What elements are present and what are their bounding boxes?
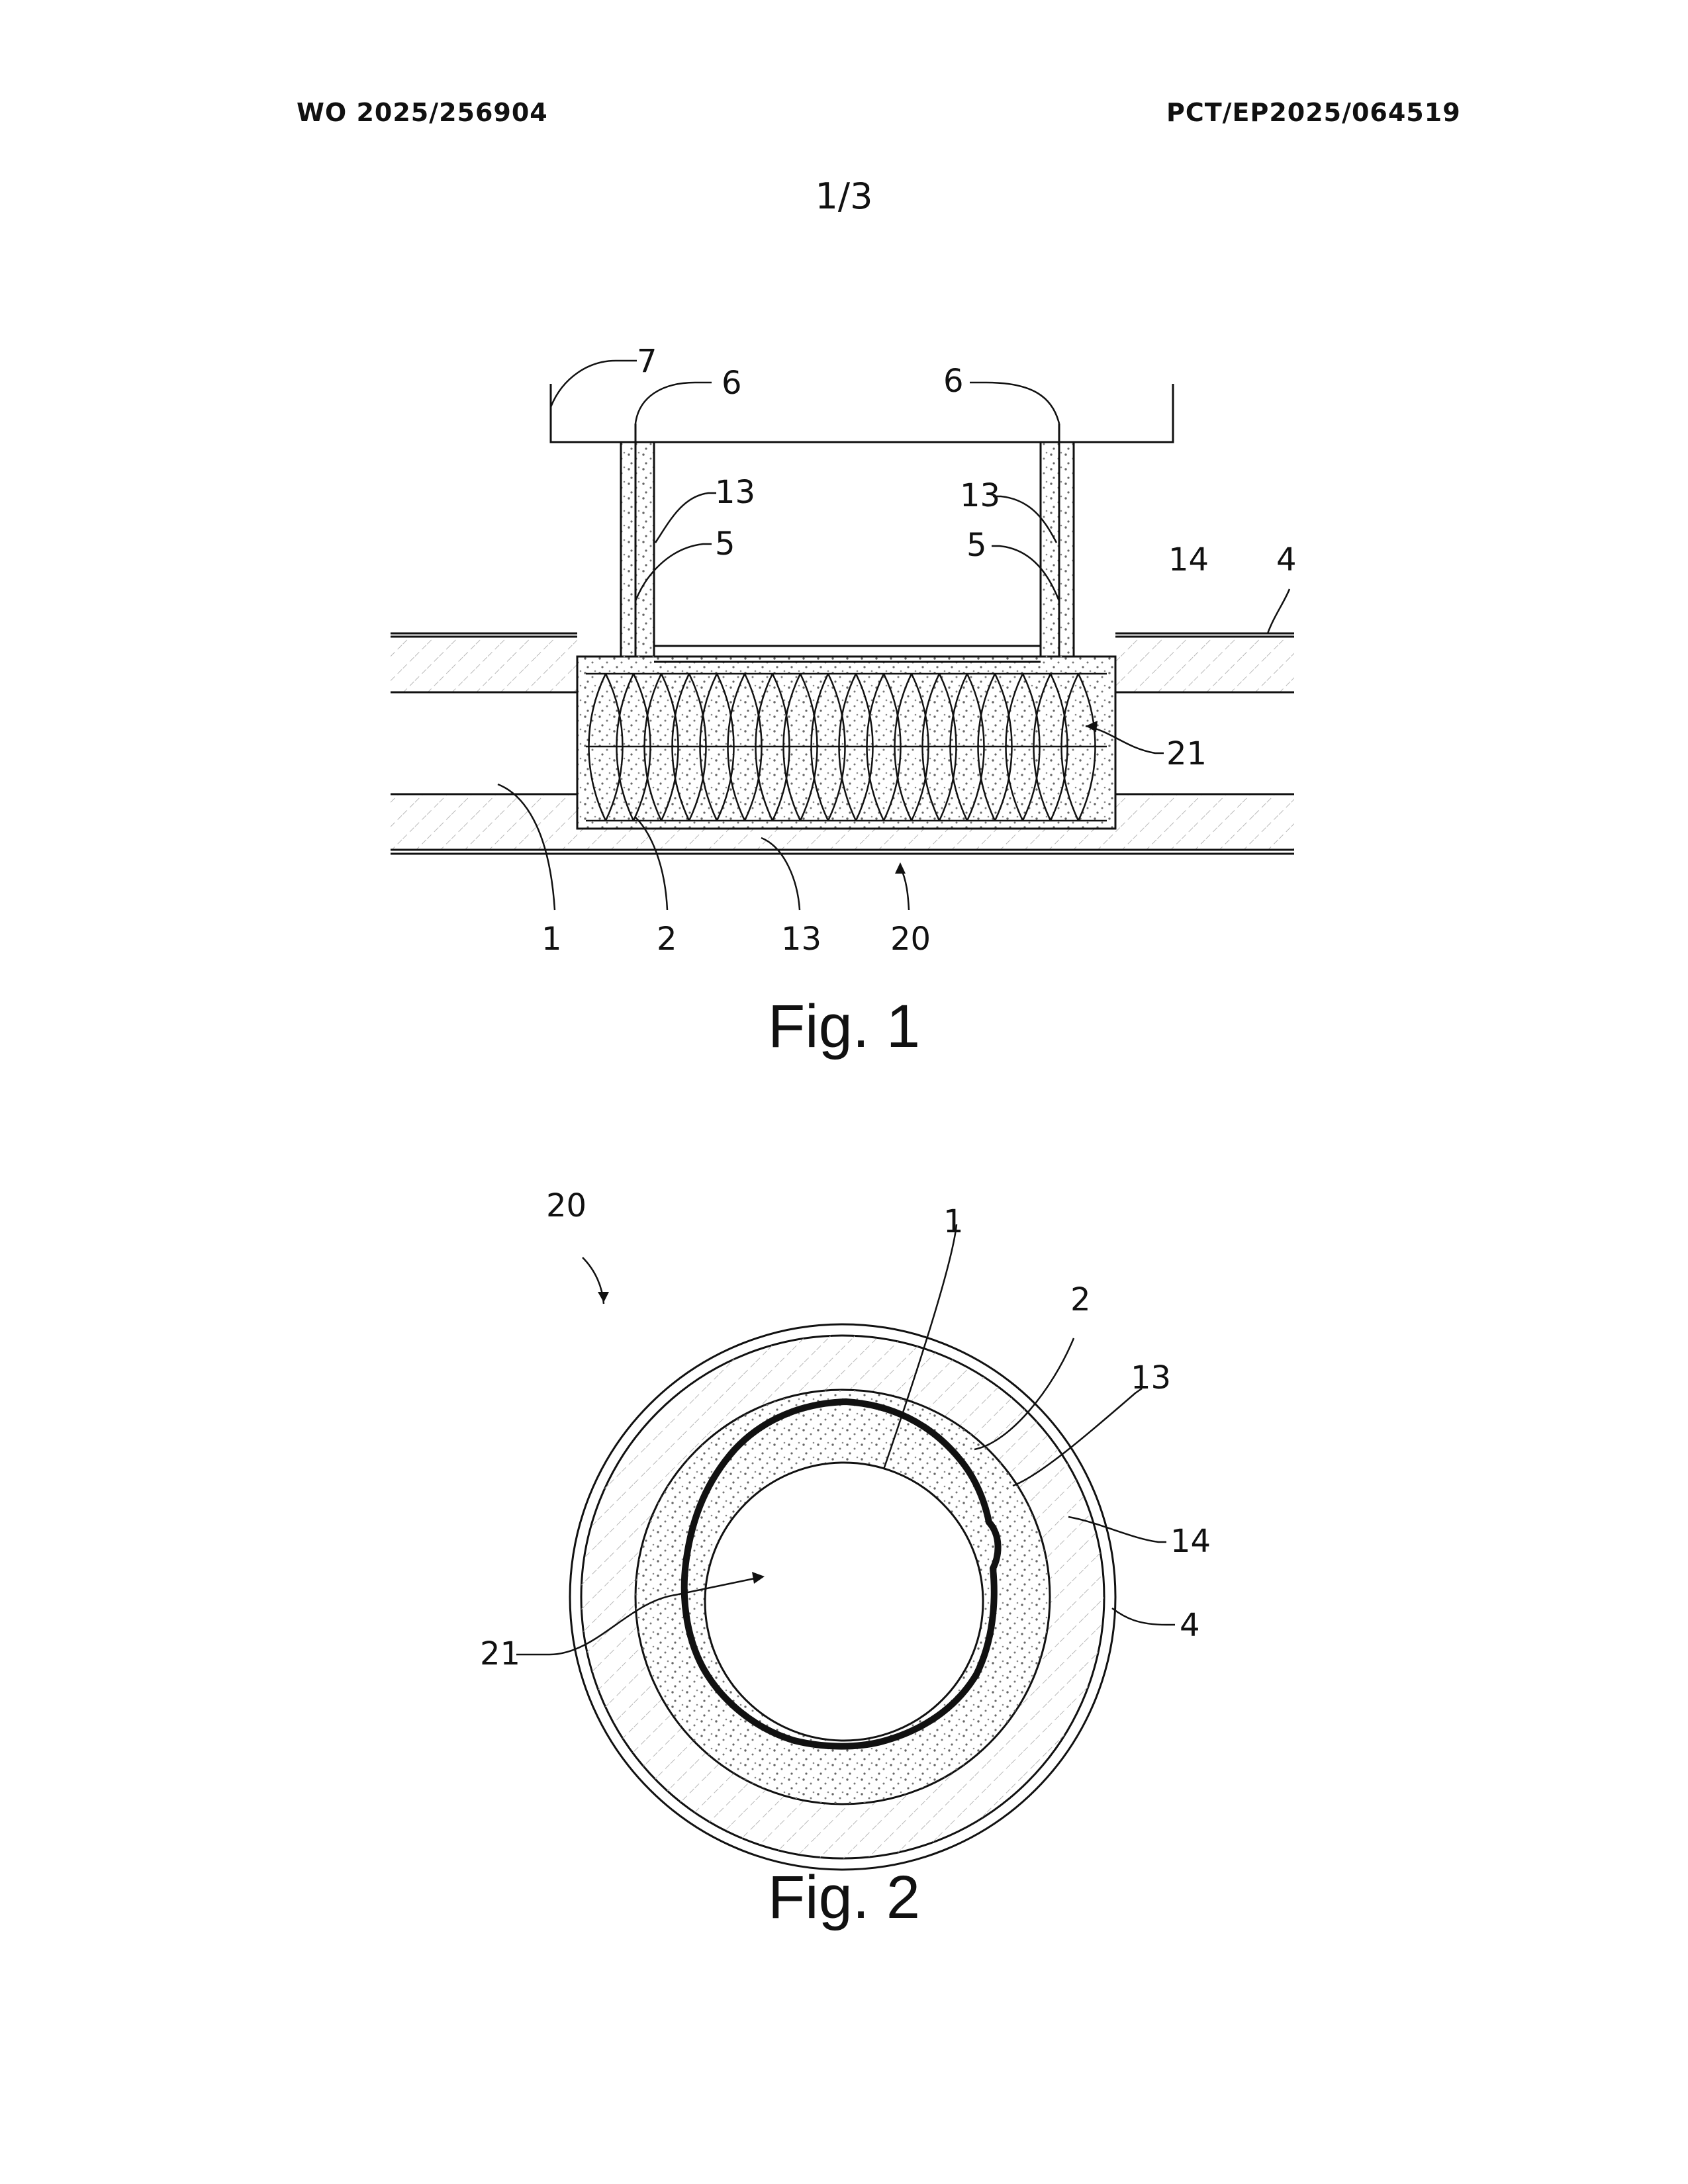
label-13-bottom: 13	[781, 921, 821, 958]
conduit-right	[1041, 442, 1074, 658]
conduit-left	[621, 442, 654, 658]
label-6-left: 6	[722, 365, 742, 402]
label-14: 14	[1168, 541, 1209, 578]
label-5-right: 5	[966, 527, 987, 564]
label-7: 7	[637, 343, 657, 380]
pipe-insulation-top-left	[391, 637, 577, 692]
pipe-1	[705, 1463, 983, 1741]
label-1-fig2: 1	[943, 1203, 964, 1240]
figure-2-caption: Fig. 2	[768, 1864, 920, 1931]
label-13-left: 13	[715, 474, 755, 511]
pipe-insulation-top-right	[1115, 637, 1294, 692]
label-20-fig2: 20	[546, 1187, 586, 1224]
label-21-fig2: 21	[480, 1635, 520, 1672]
label-4: 4	[1276, 541, 1297, 578]
pipe-insulation-bottom-right	[1115, 794, 1294, 850]
label-13-right: 13	[960, 477, 1000, 514]
arrow-20-fig2	[598, 1292, 609, 1302]
pipe-insulation-bottom-left	[391, 794, 577, 850]
support-bracket-7	[551, 384, 1173, 442]
label-2: 2	[657, 921, 677, 958]
label-1: 1	[541, 921, 562, 958]
label-2-fig2: 2	[1070, 1281, 1091, 1318]
figure-1-caption: Fig. 1	[768, 993, 920, 1060]
figure-1	[391, 384, 1294, 854]
label-6-right: 6	[943, 363, 964, 400]
label-4-fig2: 4	[1180, 1607, 1200, 1644]
label-21: 21	[1166, 735, 1207, 772]
label-5-left: 5	[715, 525, 735, 563]
conduit-lines	[621, 424, 1074, 662]
housing-lower-insulation	[577, 829, 1115, 850]
label-14-fig2: 14	[1170, 1523, 1211, 1560]
arrow-20-fig1	[895, 862, 906, 874]
label-20: 20	[890, 921, 931, 958]
label-13-fig2: 13	[1131, 1359, 1171, 1396]
